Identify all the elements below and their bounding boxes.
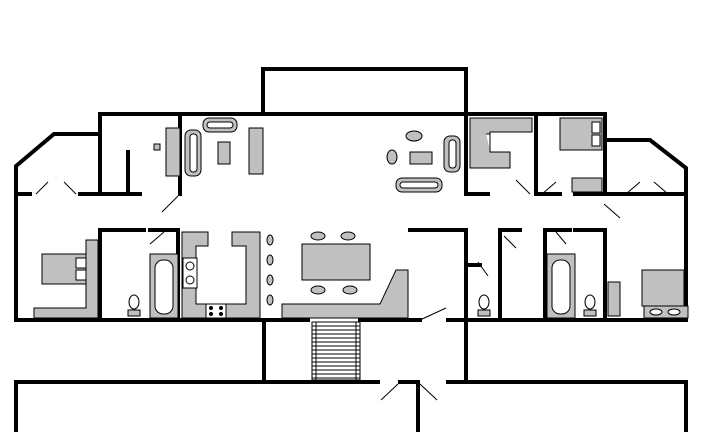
right-bedroom bbox=[607, 269, 689, 319]
pillow-icon bbox=[591, 134, 601, 147]
toilet-icon bbox=[477, 294, 491, 317]
door-swing-icon bbox=[477, 261, 489, 277]
cabinet bbox=[165, 127, 181, 177]
cabinet bbox=[248, 127, 264, 175]
coffee-table bbox=[217, 141, 231, 165]
kitchen-counter bbox=[181, 231, 261, 319]
dresser bbox=[571, 177, 603, 193]
left-bath bbox=[127, 253, 179, 319]
chair-icon bbox=[386, 149, 398, 165]
interior-walls bbox=[14, 112, 688, 382]
built-in-seat bbox=[469, 117, 533, 169]
bar-counter bbox=[281, 269, 409, 319]
door-swing-icon bbox=[555, 231, 567, 245]
stairs-icon bbox=[311, 321, 361, 381]
pillow-icon bbox=[591, 121, 601, 134]
chair-icon bbox=[310, 231, 326, 241]
counter bbox=[33, 239, 99, 319]
door-swing-icon bbox=[35, 181, 49, 195]
chair-icon bbox=[405, 130, 423, 142]
door-swing-icon bbox=[515, 179, 531, 195]
toilet-icon bbox=[127, 294, 141, 317]
sofa-icon bbox=[395, 177, 443, 193]
door-swing-icon bbox=[149, 231, 165, 245]
left-bedroom bbox=[33, 239, 99, 319]
door-swing-icon bbox=[419, 383, 438, 401]
lower-corridor bbox=[14, 380, 688, 432]
door-swing-icon bbox=[603, 203, 621, 219]
sofa-icon bbox=[202, 117, 238, 133]
door-swing-icon bbox=[653, 181, 669, 195]
nightstand bbox=[607, 281, 621, 317]
door-swing-icon bbox=[161, 195, 179, 213]
dining-table-icon bbox=[301, 243, 371, 281]
right-upper-room bbox=[559, 117, 603, 193]
dining-area bbox=[281, 231, 409, 319]
pillow-icon bbox=[75, 257, 87, 269]
door-swing-icon bbox=[625, 181, 641, 195]
pillow-icon bbox=[75, 269, 87, 281]
door-swing-icon bbox=[63, 181, 77, 195]
door-swing-icon bbox=[380, 383, 399, 401]
bed-icon bbox=[641, 269, 685, 307]
sofa-icon bbox=[184, 129, 202, 177]
bar-stools bbox=[266, 234, 274, 306]
right-bath-a bbox=[477, 294, 491, 317]
right-closet bbox=[469, 117, 533, 169]
chair-icon bbox=[342, 285, 358, 295]
door-swing-icon bbox=[503, 235, 517, 249]
chair-icon bbox=[310, 285, 326, 295]
coffee-table bbox=[409, 151, 433, 165]
sofa-icon bbox=[443, 135, 461, 173]
door-swing-icon bbox=[541, 181, 557, 195]
right-bath-b bbox=[546, 253, 597, 319]
chair-icon bbox=[340, 231, 356, 241]
kitchen bbox=[181, 231, 274, 319]
stove-icon bbox=[205, 303, 227, 319]
door-swing-icon bbox=[419, 307, 447, 321]
lamp-icon bbox=[153, 143, 161, 151]
door-swings bbox=[35, 179, 669, 401]
toilet-icon bbox=[583, 294, 597, 317]
living-room bbox=[153, 117, 461, 193]
